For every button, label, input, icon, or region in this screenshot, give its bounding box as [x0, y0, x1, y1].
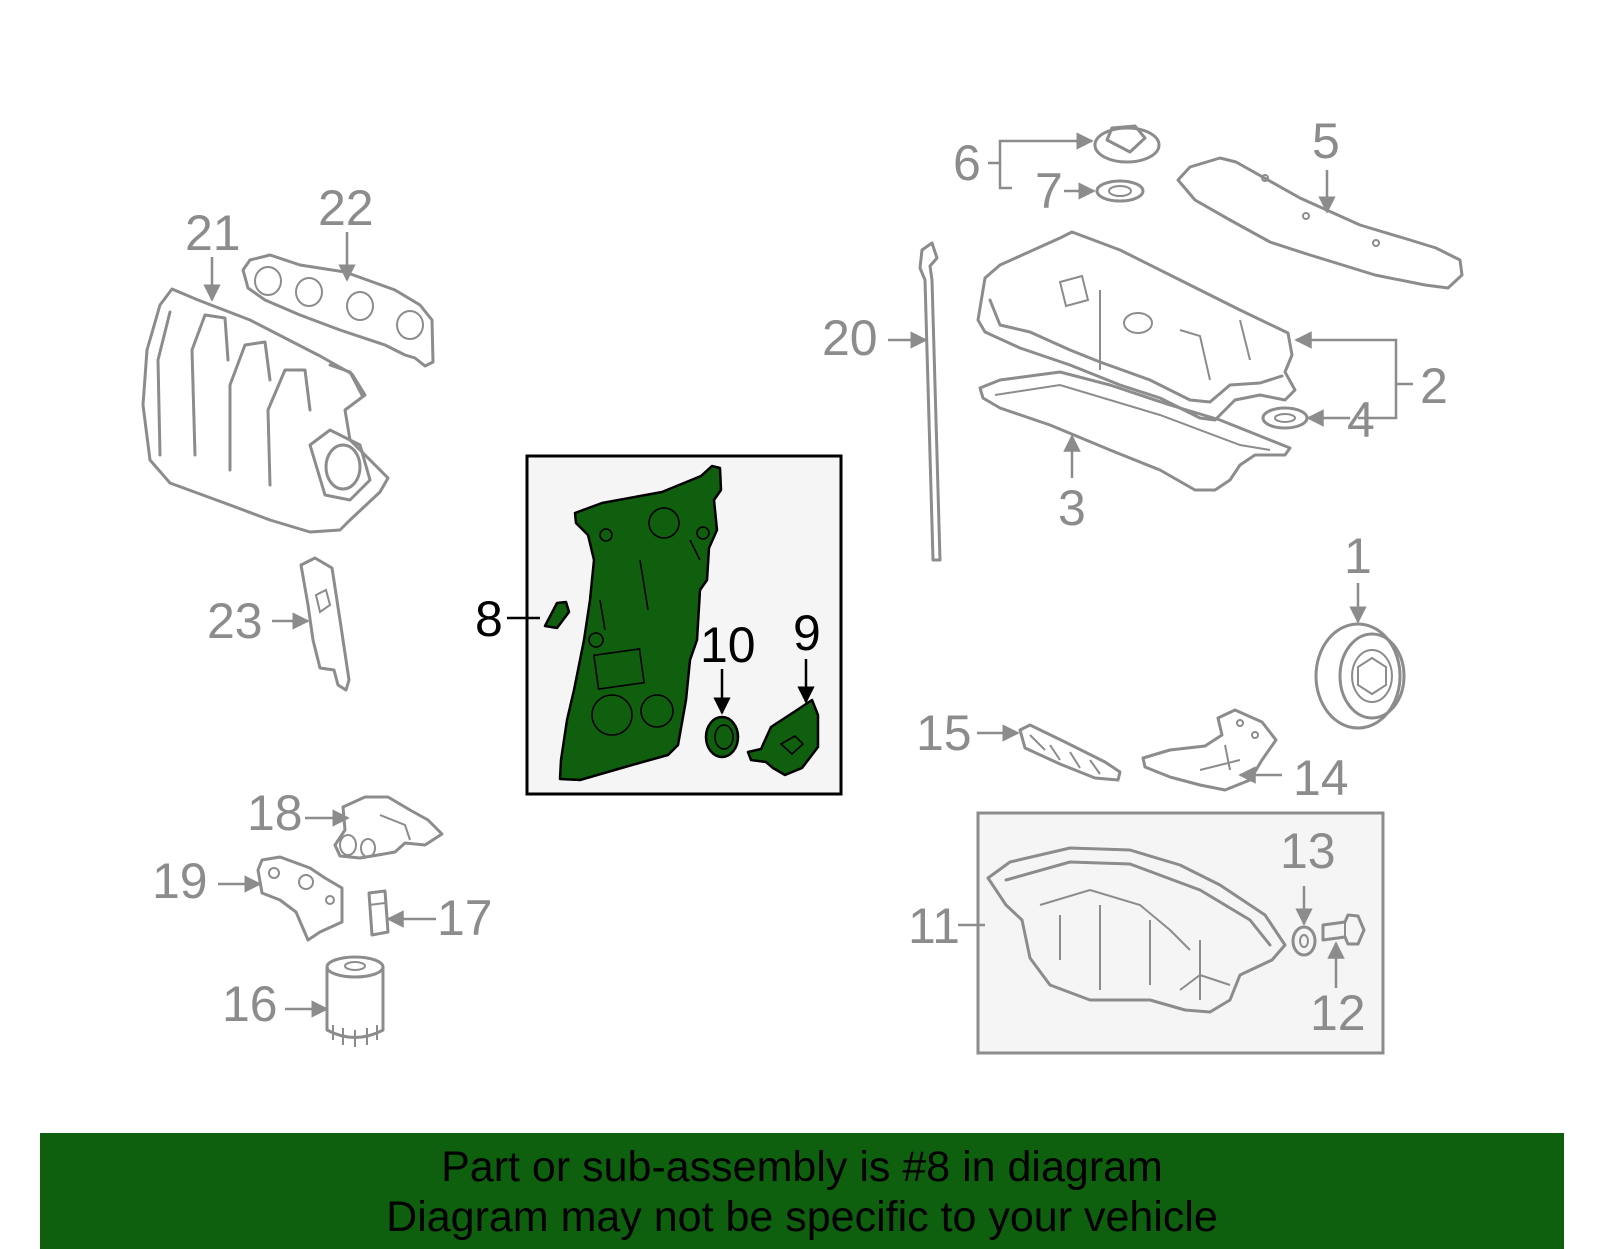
part-10-oil-seal[interactable]	[704, 715, 740, 759]
part-16-oil-filter[interactable]	[325, 955, 385, 1047]
callout-11[interactable]: 11	[908, 898, 960, 954]
part-11-oil-pan[interactable]	[986, 846, 1287, 1014]
footer-banner: Part or sub-assembly is #8 in diagram Di…	[40, 1133, 1564, 1249]
callout-10[interactable]: 10	[700, 617, 756, 673]
callout-9[interactable]: 9	[793, 605, 821, 661]
callout-17[interactable]: 17	[437, 890, 493, 946]
part-1-crankshaft-pulley[interactable]	[1314, 622, 1406, 730]
callout-23[interactable]: 23	[207, 593, 263, 649]
part-7-cap-gasket[interactable]	[1095, 179, 1145, 203]
part-15-baffle[interactable]	[1018, 723, 1122, 782]
callout-1[interactable]: 1	[1344, 528, 1372, 584]
callout-15[interactable]: 15	[916, 705, 972, 761]
callout-labels: 21 22 23 18 19 17 16 20 6 7 5 2 4 3 1 15…	[152, 113, 1448, 1041]
part-14-baffle-plate[interactable]	[1141, 708, 1278, 792]
part-19-bracket[interactable]	[256, 855, 344, 942]
part-18-strainer[interactable]	[333, 795, 444, 860]
callout-5[interactable]: 5	[1312, 113, 1340, 169]
part-5-engine-cover[interactable]	[1176, 156, 1464, 290]
leader-lines	[203, 132, 1413, 1018]
part-8-small-seal[interactable]	[543, 600, 571, 630]
callout-12[interactable]: 12	[1310, 985, 1366, 1041]
callout-3[interactable]: 3	[1058, 480, 1086, 536]
footer-line-1: Part or sub-assembly is #8 in diagram	[441, 1143, 1163, 1191]
part-22-manifold-gasket[interactable]	[241, 253, 435, 368]
callout-22[interactable]: 22	[318, 180, 374, 236]
part-6-oil-cap[interactable]	[1093, 124, 1161, 164]
part-13-washer[interactable]	[1291, 925, 1317, 957]
oil-pan-group-box	[976, 811, 1385, 1055]
callout-8[interactable]: 8	[475, 591, 503, 647]
part-17-clip[interactable]	[367, 889, 390, 937]
part-21-intake-manifold[interactable]	[141, 287, 390, 534]
callout-4[interactable]: 4	[1347, 392, 1375, 448]
part-2-valve-cover[interactable]	[976, 230, 1297, 422]
callout-6[interactable]: 6	[953, 135, 981, 191]
callout-18[interactable]: 18	[247, 785, 303, 841]
part-3-valve-cover-gasket[interactable]	[978, 370, 1292, 492]
callout-2[interactable]: 2	[1420, 358, 1448, 414]
part-8-timing-cover[interactable]	[558, 464, 723, 782]
part-4-seal-washer[interactable]	[1261, 406, 1309, 430]
callout-13[interactable]: 13	[1280, 823, 1336, 879]
callout-16[interactable]: 16	[222, 976, 278, 1032]
footer-line-2: Diagram may not be specific to your vehi…	[386, 1193, 1218, 1241]
part-20-dipstick[interactable]	[918, 241, 942, 562]
part-23-bracket[interactable]	[299, 556, 351, 692]
callout-14[interactable]: 14	[1293, 750, 1349, 806]
callout-7[interactable]: 7	[1035, 163, 1063, 219]
callout-19[interactable]: 19	[152, 853, 208, 909]
callout-21[interactable]: 21	[185, 205, 241, 261]
part-12-drain-bolt[interactable]	[1321, 913, 1366, 946]
part-9-cover-plate[interactable]	[746, 698, 820, 777]
callout-20[interactable]: 20	[822, 310, 878, 366]
